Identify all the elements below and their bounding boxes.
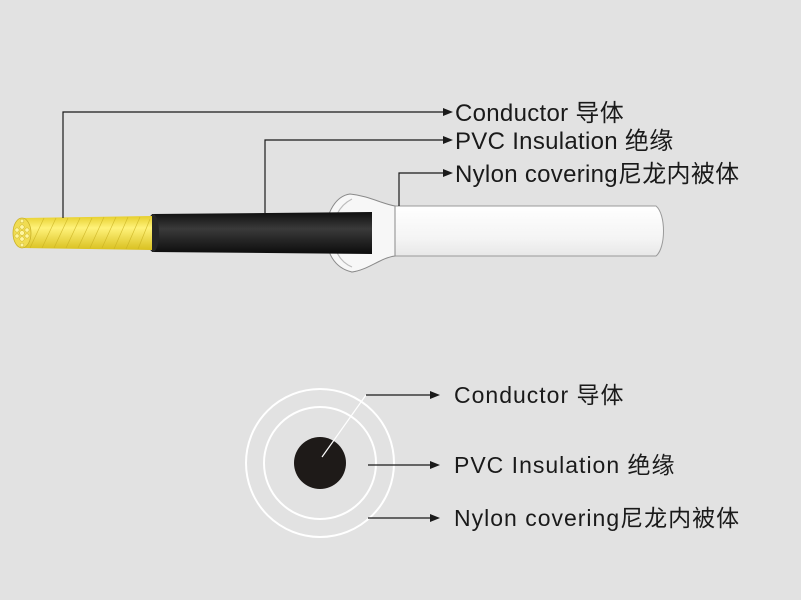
cross-leader-nylon bbox=[368, 514, 440, 522]
conductor-side bbox=[12, 216, 152, 250]
side-label-insulation: PVC Insulation 绝缘 bbox=[455, 128, 674, 155]
side-leader-insulation bbox=[264, 136, 453, 213]
nylon-ring bbox=[245, 388, 395, 538]
cross-label-nylon: Nylon covering尼龙内被体 bbox=[454, 505, 740, 531]
cross-label-insulation: PVC Insulation 绝缘 bbox=[454, 452, 676, 478]
cross-leader-conductor bbox=[321, 391, 440, 458]
cross-section bbox=[245, 388, 395, 538]
cross-label-conductor: Conductor 导体 bbox=[454, 382, 625, 408]
side-label-conductor: Conductor 导体 bbox=[455, 100, 624, 127]
nylon-covering-side bbox=[325, 193, 664, 273]
side-label-nylon: Nylon covering尼龙内被体 bbox=[455, 161, 739, 188]
conductor-core bbox=[294, 437, 346, 489]
cross-leader-insulation bbox=[368, 461, 440, 469]
side-leader-conductor bbox=[62, 108, 453, 218]
side-leader-nylon bbox=[398, 169, 453, 206]
insulation-ring bbox=[263, 406, 377, 520]
pvc-insulation-side bbox=[147, 212, 372, 254]
